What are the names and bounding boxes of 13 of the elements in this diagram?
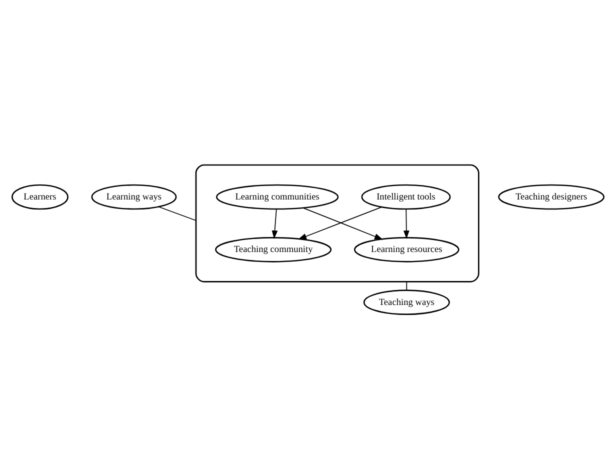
arrow xyxy=(403,208,410,238)
node-ellipse: Learners xyxy=(12,184,68,210)
arrow xyxy=(272,208,278,238)
node-ellipse: Learning resources xyxy=(354,236,460,262)
node-ellipse: Teaching community xyxy=(215,236,332,262)
cluster xyxy=(195,164,480,282)
node-ellipse: Learning ways xyxy=(91,184,177,210)
connector xyxy=(158,206,196,220)
node-ellipse: Teaching designers xyxy=(498,184,605,210)
node-ellipse: Teaching ways xyxy=(363,289,450,314)
connector xyxy=(406,280,408,290)
node-ellipse: Intelligent tools xyxy=(361,184,451,210)
node-ellipse: Learning communities xyxy=(216,184,339,210)
